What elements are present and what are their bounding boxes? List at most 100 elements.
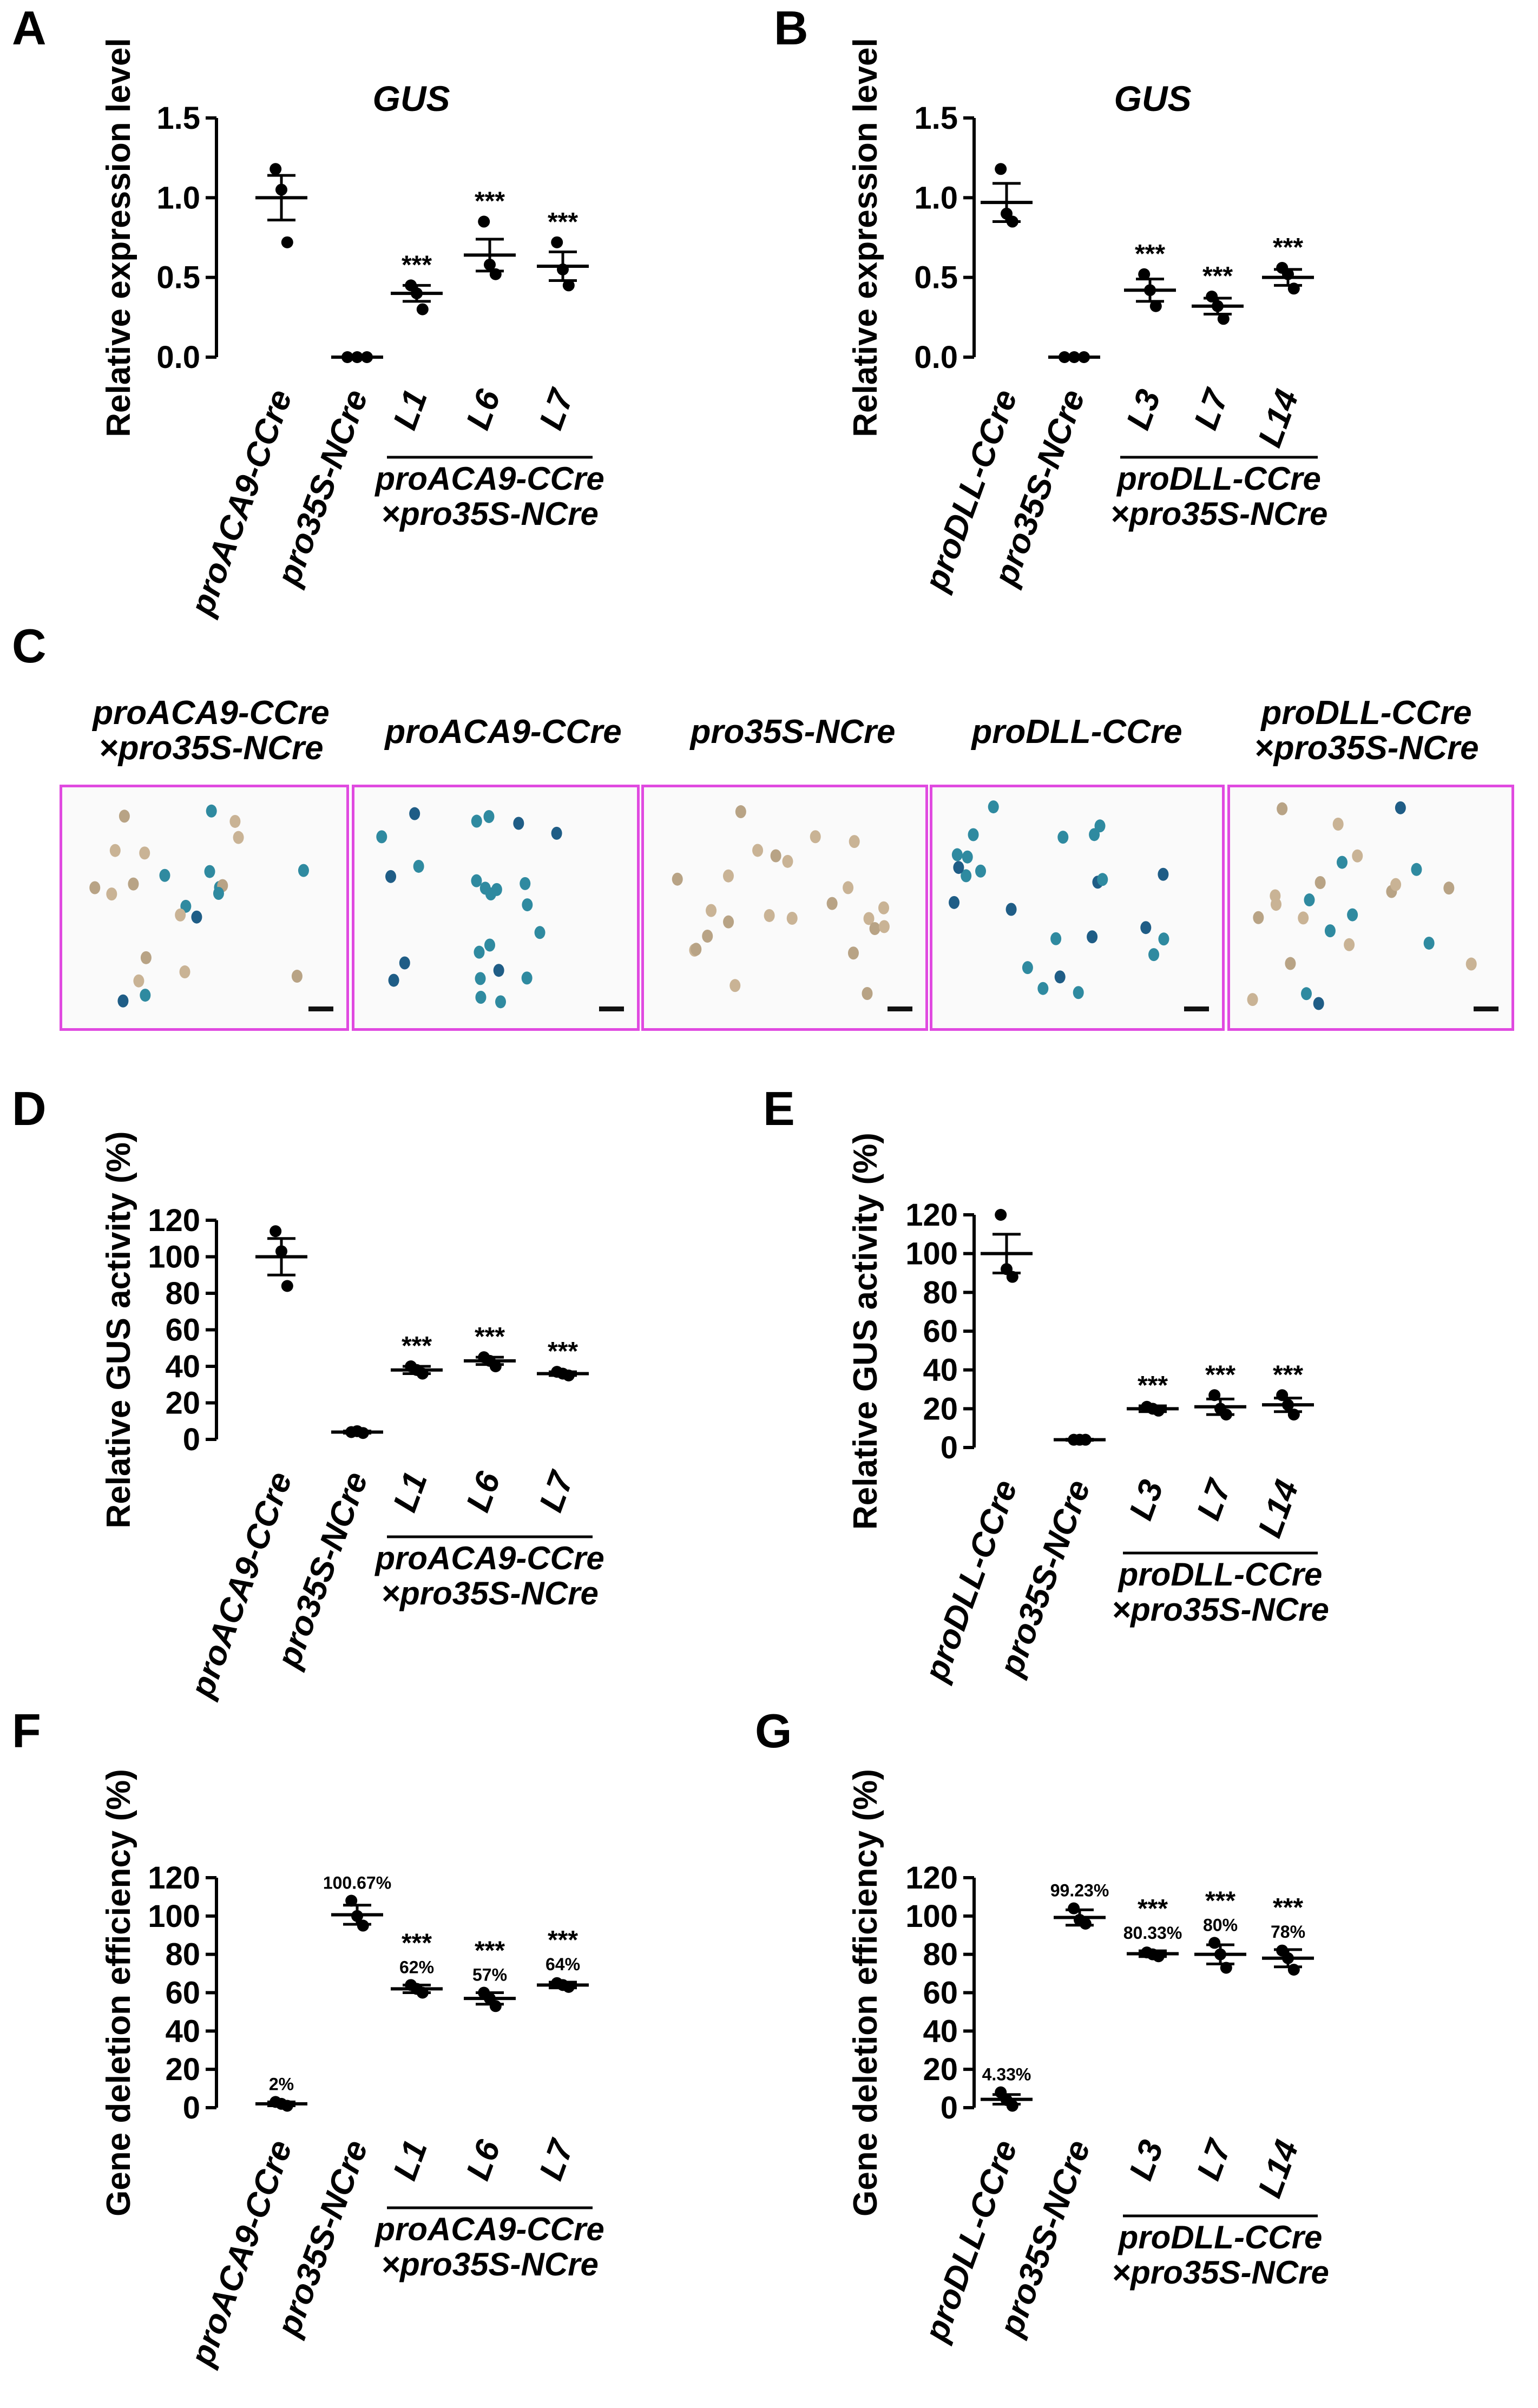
seed — [109, 844, 121, 857]
y-tick-label: 60 — [165, 1976, 200, 2011]
data-label: 80.33% — [1123, 1923, 1182, 1943]
data-point — [1208, 1389, 1221, 1402]
data-point — [489, 2000, 502, 2012]
category-label: L6 — [459, 2135, 508, 2185]
significance-mark: *** — [402, 1332, 432, 1360]
seed — [522, 898, 533, 912]
seed — [1324, 924, 1336, 938]
y-axis-label: Gene deletion efficiency (%) — [847, 1769, 884, 2216]
photo-title-5-line1: proDLL-CCre — [1261, 694, 1472, 732]
data-point — [281, 2100, 293, 2112]
panel-letter-f: F — [12, 1704, 41, 1758]
seed — [474, 945, 485, 959]
y-tick-label: 20 — [923, 2052, 958, 2087]
data-point — [562, 1981, 575, 1993]
y-axis-label: Relative expression level — [847, 38, 884, 437]
category-label: proACA9-CCre — [183, 2135, 299, 2372]
seed — [1073, 986, 1084, 999]
seed — [1054, 970, 1066, 984]
seed — [1253, 911, 1264, 924]
data-point — [1220, 1409, 1232, 1421]
y-tick-label: 0 — [941, 2090, 958, 2126]
significance-mark: *** — [548, 1926, 578, 1955]
chart-title: GUS — [1114, 78, 1191, 119]
seed — [1097, 873, 1108, 886]
significance-mark: *** — [1138, 1371, 1168, 1400]
seed — [863, 912, 875, 925]
data-point — [484, 259, 496, 271]
significance-mark: *** — [548, 208, 578, 236]
significance-mark: *** — [1205, 1360, 1235, 1389]
seed — [729, 979, 741, 992]
y-tick-label: 80 — [923, 1937, 958, 1972]
seed — [213, 887, 224, 900]
data-point — [1079, 1433, 1092, 1446]
photo-title-2: proACA9-CCre — [352, 714, 655, 749]
seed — [1270, 889, 1281, 903]
seed — [826, 897, 838, 910]
data-point — [1287, 1964, 1300, 1976]
data-point — [345, 1894, 358, 1907]
seed — [485, 887, 496, 901]
category-label: L3 — [1122, 1475, 1171, 1525]
seed — [140, 951, 152, 964]
seed — [1089, 828, 1100, 841]
group-label-line2: ×pro35S-NCre — [1110, 496, 1328, 532]
chart-title: GUS — [372, 78, 450, 119]
y-tick-label: 60 — [923, 1976, 958, 2011]
seed — [1050, 932, 1062, 945]
seed — [140, 989, 151, 1002]
group-label-line1: proACA9-CCre — [374, 2211, 604, 2247]
data-point — [1152, 1404, 1165, 1417]
significance-mark: *** — [402, 1929, 432, 1957]
seed — [471, 874, 482, 887]
seed — [191, 910, 202, 924]
category-label: L7 — [533, 2134, 581, 2185]
category-label: L14 — [1251, 385, 1306, 452]
photo-title-1-line1: proACA9-CCre — [93, 694, 330, 732]
data-point — [270, 163, 282, 175]
seed — [1352, 849, 1363, 863]
category-label: L14 — [1251, 1475, 1306, 1542]
data-label: 4.33% — [982, 2065, 1031, 2084]
category-label: L1 — [386, 385, 435, 435]
photo-seeds-2-svg — [376, 807, 624, 1011]
photo-seeds-5-svg — [1247, 801, 1498, 1011]
seed — [128, 877, 139, 891]
photo-seeds-1 — [60, 785, 349, 1031]
data-point — [270, 1225, 282, 1238]
y-tick-label: 40 — [165, 2014, 200, 2049]
data-point — [1068, 351, 1080, 363]
seed — [1443, 881, 1455, 895]
photo-seeds-4-svg — [949, 800, 1209, 1011]
group-label-line1: proACA9-CCre — [374, 1540, 604, 1576]
seed — [735, 805, 746, 819]
seed — [233, 831, 244, 844]
group-label-line1: proDLL-CCre — [1118, 1556, 1323, 1593]
seed — [782, 854, 793, 868]
seed — [843, 881, 854, 894]
seed — [1423, 936, 1435, 950]
data-point — [416, 1986, 429, 1999]
seed — [89, 881, 101, 894]
seed — [475, 972, 486, 985]
scale-bar — [1184, 1006, 1209, 1011]
group-label-line2: ×pro35S-NCre — [381, 2246, 599, 2282]
data-point — [1206, 291, 1218, 303]
seed — [1390, 878, 1402, 891]
seed — [204, 865, 215, 878]
y-tick-label: 0.5 — [156, 260, 200, 295]
seed — [1057, 831, 1069, 844]
significance-mark: *** — [1273, 1893, 1303, 1922]
data-point — [562, 1369, 575, 1381]
data-point — [1276, 1389, 1289, 1402]
seed — [1347, 908, 1358, 922]
category-label: L14 — [1251, 2135, 1306, 2202]
y-tick-label: 0 — [183, 2090, 200, 2126]
panel-letter-d: D — [12, 1082, 47, 1135]
